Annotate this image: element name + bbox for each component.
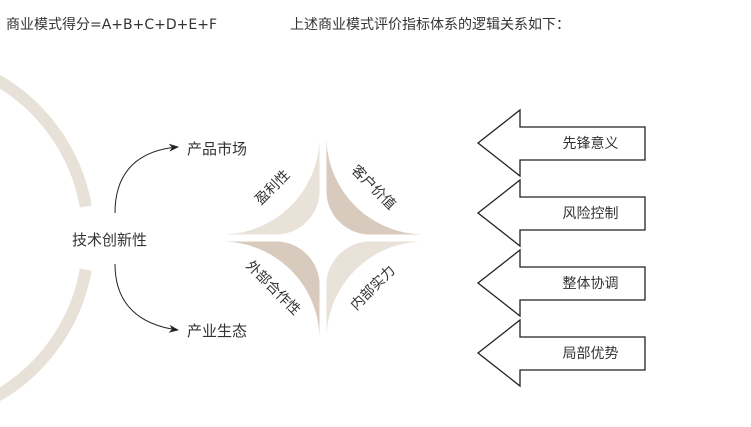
- arrow-shape: [476, 178, 646, 248]
- arrow-to-industry-ecology: [114, 263, 179, 333]
- donut-segment: [326, 140, 421, 235]
- donut-segment: [225, 241, 320, 336]
- donut-chart: 盈利性客户价值外部合作性内部实力: [225, 140, 421, 336]
- label-tech-innovation: 技术创新性: [72, 231, 148, 249]
- arrow-shape: [476, 318, 646, 388]
- arrow-label: 局部优势: [563, 346, 619, 362]
- donut-segment-label: 客户价值: [348, 162, 400, 214]
- arrow-label: 风险控制: [563, 206, 619, 222]
- arrow-shape: [476, 108, 646, 178]
- donut-segment: [225, 140, 320, 235]
- label-industry-ecology: 产业生态: [187, 322, 248, 340]
- description-text: 上述商业模式评价指标体系的逻辑关系如下：: [290, 17, 570, 33]
- donut-segment: [326, 241, 421, 336]
- label-product-market: 产品市场: [187, 140, 248, 158]
- formula-text: 商业模式得分=A+B+C+D+E+F: [6, 17, 218, 33]
- arrow-shape: [476, 248, 646, 318]
- donut-segment-label: 内部实力: [348, 263, 399, 314]
- arrow-label: 整体协调: [563, 276, 619, 292]
- arrow-to-product-market: [114, 143, 179, 214]
- arrow-label: 先锋意义: [563, 135, 619, 152]
- donut-segment-label: 盈利性: [252, 167, 293, 208]
